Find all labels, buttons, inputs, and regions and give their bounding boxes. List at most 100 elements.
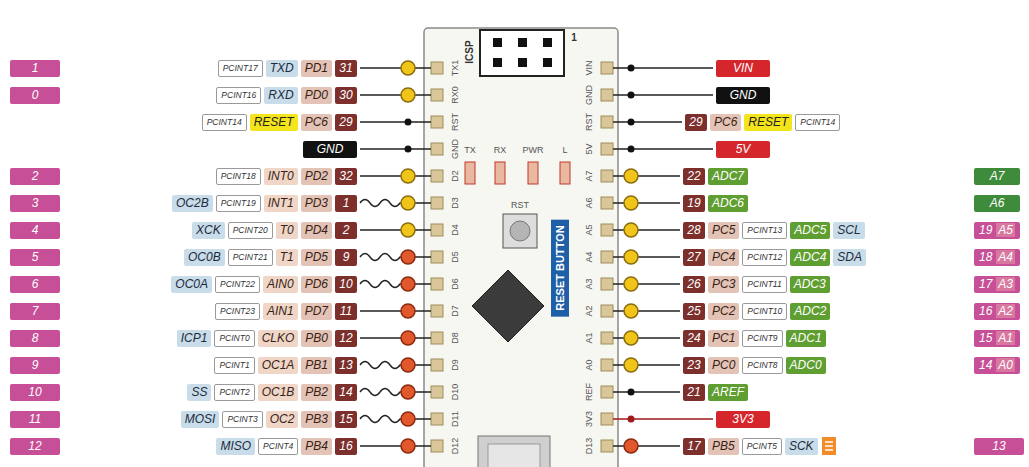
silkscreen-label: RST <box>584 113 594 131</box>
reset-label: RESET <box>744 114 792 131</box>
pin-text: AIN0 <box>267 277 294 291</box>
serial-function-label: MOSI <box>181 411 220 428</box>
silkscreen-label: 1 <box>571 33 577 43</box>
pin-text: A4 <box>996 250 1015 264</box>
pin-text: PCINT9 <box>747 333 777 343</box>
arduino-pin-number: 0 <box>10 87 60 104</box>
alt-function-label: T0 <box>276 222 298 239</box>
pin-text: A2 <box>996 304 1015 318</box>
analog-pin-number: 17 A3 <box>974 276 1020 293</box>
serial-function-label: TXD <box>266 60 298 77</box>
pin-text: OC2 <box>270 412 295 426</box>
pin-text: PCINT0 <box>219 333 249 343</box>
silkscreen-label: D3 <box>450 197 460 209</box>
pin-text: PD0 <box>305 88 328 102</box>
pin-text: PCINT2 <box>219 387 249 397</box>
pcint-label: PCINT0 <box>214 330 254 347</box>
pin-text: 12 <box>28 439 41 453</box>
port-pin-label: PB4 <box>301 438 332 455</box>
pin-text: TXD <box>270 61 294 75</box>
arduino-pin-number: 7 <box>10 303 60 320</box>
arduino-pin-number: 8 <box>10 330 60 347</box>
pin-text: PD4 <box>305 223 328 237</box>
alt-function-label: AIN1 <box>263 303 298 320</box>
pin-text: T1 <box>280 250 294 264</box>
pin-text: ADC6 <box>712 196 744 210</box>
chip-pin-number: 21 <box>683 384 705 401</box>
silkscreen-label: A4 <box>584 251 594 262</box>
port-pin-label: PD6 <box>301 276 332 293</box>
chip-pin-number: 30 <box>335 87 357 104</box>
analog-pin-number: 15A1 <box>974 330 1020 347</box>
pin-text: PD1 <box>305 61 328 75</box>
pin-text: 15 <box>339 412 352 426</box>
pin-text: RESET <box>254 115 294 129</box>
pin-text: 17 <box>979 277 992 291</box>
pin-text: 8 <box>32 331 39 345</box>
pin-text: PCINT1 <box>219 360 249 370</box>
silkscreen-label: TX1 <box>450 60 460 77</box>
power-label: 3V3 <box>716 411 770 428</box>
pcint-label: PCINT2 <box>214 384 254 401</box>
pin-text: XCK <box>196 223 221 237</box>
pin-text: 25 <box>687 304 700 318</box>
pin-text: PD6 <box>305 277 328 291</box>
pin-text: INT0 <box>268 169 294 183</box>
pin-text: PCINT22 <box>220 279 255 289</box>
pin-text: 28 <box>687 223 700 237</box>
pin-text: PB5 <box>712 439 735 453</box>
silkscreen-label: A5 <box>584 224 594 235</box>
pin-text: OC2B <box>176 196 209 210</box>
pin-text: PC6 <box>714 115 737 129</box>
port-pin-label: PD7 <box>301 303 332 320</box>
adc-label: ADC5 <box>790 222 830 239</box>
pin-text: PC5 <box>712 223 735 237</box>
port-pin-label: PC6 <box>301 114 332 131</box>
pin-text: ADC7 <box>712 169 744 183</box>
analog-pin-number: 16 A2 <box>974 303 1020 320</box>
pin-text: A1 <box>996 331 1015 345</box>
pin-text: 16 <box>979 304 992 318</box>
silkscreen-label: D13 <box>584 438 594 455</box>
pin-text: RESET <box>748 115 788 129</box>
pin-text: SCK <box>789 439 814 453</box>
pin-text: ADC0 <box>790 358 822 372</box>
pin-text: 22 <box>687 169 700 183</box>
pin-text: PC6 <box>305 115 328 129</box>
chip-pin-number: 12 <box>335 330 357 347</box>
pcint-label: PCINT12 <box>742 249 787 266</box>
pin-text: PCINT21 <box>233 252 268 262</box>
analog-pin-label: A7 <box>974 168 1020 185</box>
pin-text: GND <box>730 88 757 102</box>
pin-text: PC3 <box>712 277 735 291</box>
silkscreen-label: D4 <box>450 224 460 236</box>
silkscreen-label: D8 <box>450 332 460 344</box>
chip-pin-number: 13 <box>335 357 357 374</box>
pin-text: SS <box>191 385 207 399</box>
alt-function-label: CLKO <box>258 330 299 347</box>
port-pin-label: PC1 <box>708 330 739 347</box>
pin-text: A0 <box>996 358 1015 372</box>
pin-text: 31 <box>339 61 352 75</box>
arduino-pin-number: 6 <box>10 276 60 293</box>
arduino-pin-number: 13 <box>974 438 1024 455</box>
pcint-label: PCINT17 <box>218 60 263 77</box>
pin-text: RXD <box>268 88 293 102</box>
pin-text: A5 <box>996 223 1015 237</box>
pcint-label: PCINT22 <box>215 276 260 293</box>
silkscreen-label: RST <box>450 113 460 131</box>
port-pin-label: PC5 <box>708 222 739 239</box>
alt-function-label: T1 <box>276 249 298 266</box>
pin-text: A3 <box>996 277 1015 291</box>
pin-text: PC0 <box>712 358 735 372</box>
arduino-pin-number: 12 <box>10 438 60 455</box>
ground-label: GND <box>303 141 357 158</box>
analog-pin-number: 14A0 <box>974 357 1020 374</box>
pin-text: MOSI <box>185 412 216 426</box>
silkscreen-label: RX0 <box>450 86 460 104</box>
silkscreen-label: D5 <box>450 251 460 263</box>
pin-text: AREF <box>712 385 744 399</box>
alt-function-label: AIN0 <box>263 276 298 293</box>
chip-pin-number: 29 <box>685 114 707 131</box>
arduino-pin-number: 10 <box>10 384 60 401</box>
